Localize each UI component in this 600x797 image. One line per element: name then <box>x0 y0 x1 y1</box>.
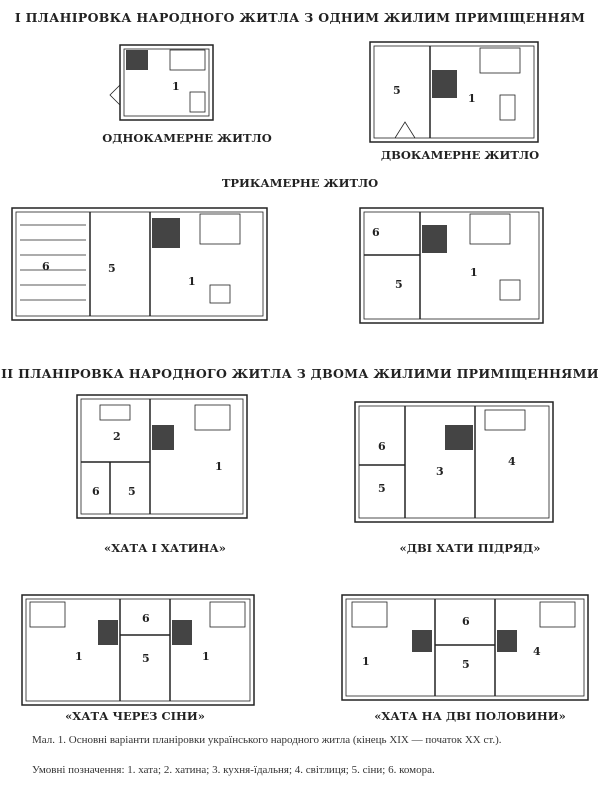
plan-cherez-siny: 1 6 5 1 <box>21 594 255 706</box>
room-number: 6 <box>378 440 386 453</box>
plan-dvi-khaty: 6 3 4 5 <box>354 401 554 523</box>
plan-three-chamber-a: 6 5 1 <box>11 207 268 321</box>
room-number: 4 <box>533 645 541 658</box>
room-number: 5 <box>378 482 386 495</box>
floor-plans: 1 5 1 6 5 1 6 5 1 2 1 6 5 <box>11 41 589 706</box>
section1-title: І ПЛАНІРОВКА НАРОДНОГО ЖИТЛА З ОДНИМ ЖИЛ… <box>14 10 586 25</box>
room-number: 6 <box>372 226 380 239</box>
room-number: 3 <box>436 465 444 478</box>
label-one-chamber: ОДНОКАМЕРНЕ ЖИТЛО <box>102 131 272 145</box>
plan-one-chamber: 1 <box>109 44 214 121</box>
room-number: 1 <box>202 650 210 663</box>
room-number: 1 <box>75 650 83 663</box>
room-number: 5 <box>395 278 403 291</box>
room-number: 1 <box>470 266 478 279</box>
label-hata-khatyna: «ХАТА І ХАТИНА» <box>104 541 226 555</box>
label-cherez-siny: «ХАТА ЧЕРЕЗ СІНИ» <box>65 709 205 723</box>
plan-three-chamber-b: 6 5 1 <box>359 207 544 324</box>
room-number: 5 <box>108 262 116 275</box>
room-number: 6 <box>42 260 50 273</box>
room-number: 1 <box>172 80 180 93</box>
room-number: 5 <box>142 652 150 665</box>
label-dvi-khaty: «ДВІ ХАТИ ПІДРЯД» <box>399 541 541 555</box>
figure-caption: Мал. 1. Основні варіанти планіровки укра… <box>32 734 502 746</box>
label-dvi-polovyny: «ХАТА НА ДВІ ПОЛОВИНИ» <box>374 709 566 723</box>
room-number: 5 <box>393 84 401 97</box>
room-number: 5 <box>128 485 136 498</box>
plan-dvi-polovyny: 6 1 5 4 <box>341 594 589 701</box>
room-number: 5 <box>462 658 470 671</box>
room-number: 1 <box>362 655 370 668</box>
room-number: 2 <box>113 430 121 443</box>
room-number: 1 <box>215 460 223 473</box>
label-two-chamber: ДВОКАМЕРНЕ ЖИТЛО <box>380 148 540 162</box>
figure-legend: Умовні позначення: 1. хата; 2. хатина; 3… <box>32 764 435 776</box>
room-number: 1 <box>468 92 476 105</box>
room-number: 1 <box>188 275 196 288</box>
room-number: 6 <box>142 612 150 625</box>
plan-two-chamber: 5 1 <box>369 41 539 143</box>
plan-hata-khatyna: 2 1 6 5 <box>76 394 248 519</box>
room-number: 6 <box>92 485 100 498</box>
label-three-chamber: ТРИКАМЕРНЕ ЖИТЛО <box>221 176 379 190</box>
room-number: 6 <box>462 615 470 628</box>
section2-title: ІІ ПЛАНІРОВКА НАРОДНОГО ЖИТЛА З ДВОМА ЖИ… <box>1 366 599 381</box>
room-number: 4 <box>508 455 516 468</box>
